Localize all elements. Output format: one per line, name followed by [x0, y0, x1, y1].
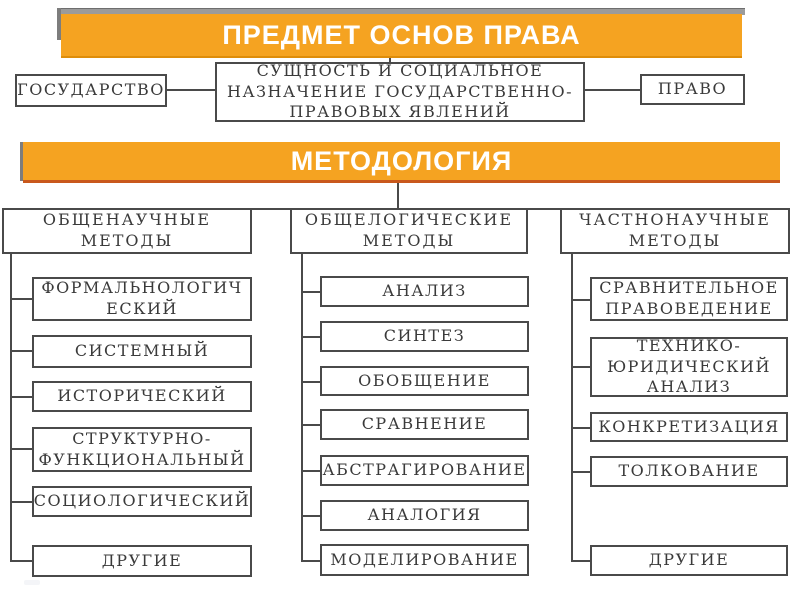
method-box-analogy: АНАЛОГИЯ	[320, 500, 529, 531]
method-box-label: СРАВНЕНИЕ	[361, 414, 488, 434]
connector-line	[10, 396, 34, 398]
connector-line	[389, 55, 391, 64]
connector-line	[10, 298, 34, 300]
artifact-smudge	[24, 580, 40, 585]
connector-line	[301, 424, 322, 426]
connector-line	[166, 89, 216, 91]
method-box-label: ИСТОРИЧЕСКИЙ	[57, 386, 227, 406]
method-box-label: КОНКРЕТИЗАЦИЯ	[598, 416, 780, 436]
top-banner-shadow-edge	[57, 8, 745, 15]
connector-line	[584, 89, 642, 91]
state-box: ГОСУДАРСТВО	[15, 74, 167, 107]
methodology-banner-left-edge	[20, 142, 23, 181]
method-box-label: ДРУГИЕ	[101, 550, 183, 570]
method-box-interpretation: ТОЛКОВАНИЕ	[590, 456, 788, 487]
connector-line	[301, 515, 322, 517]
connector-line	[301, 381, 322, 383]
method-box-formal-logical: ФОРМАЛЬНОЛОГИЧ ЕСКИЙ	[32, 277, 252, 321]
method-box-concretization: КОНКРЕТИЗАЦИЯ	[590, 412, 788, 442]
method-box-structural-functional: СТРУКТУРНО- ФУНКЦИОНАЛЬНЫЙ	[32, 427, 252, 472]
connector-line	[250, 208, 292, 210]
essence-box-label: СУЩНОСТЬ И СОЦИАЛЬНОЕ НАЗНАЧЕНИЕ ГОСУДАР…	[226, 60, 573, 122]
connector-trunk	[10, 252, 12, 562]
method-box-label: МОДЕЛИРОВАНИЕ	[330, 549, 519, 569]
connector-line	[10, 448, 34, 450]
column-header-general-scientific: ОБЩЕНАУЧНЫЕ МЕТОДЫ	[2, 208, 252, 254]
connector-trunk	[571, 252, 573, 562]
law-box-label: ПРАВО	[657, 79, 728, 99]
connector-line	[301, 470, 322, 472]
methodology-banner: МЕТОДОЛОГИЯ	[23, 142, 780, 183]
top-banner: ПРЕДМЕТ ОСНОВ ПРАВА	[61, 14, 742, 58]
method-box-label: ТЕХНИКО- ЮРИДИЧЕСКИЙ АНАЛИЗ	[607, 335, 771, 397]
state-box-label: ГОСУДАРСТВО	[17, 80, 165, 100]
method-box-technical-legal-analysis: ТЕХНИКО- ЮРИДИЧЕСКИЙ АНАЛИЗ	[590, 335, 788, 397]
connector-line	[571, 560, 592, 562]
method-box-label: СРАВНИТЕЛЬНОЕ ПРАВОВЕДЕНИЕ	[599, 278, 779, 318]
essence-box: СУЩНОСТЬ И СОЦИАЛЬНОЕ НАЗНАЧЕНИЕ ГОСУДАР…	[215, 60, 585, 122]
method-box-comparative-law: СРАВНИТЕЛЬНОЕ ПРАВОВЕДЕНИЕ	[590, 277, 788, 321]
column-header-general-logical: ОБЩЕЛОГИЧЕСКИЕ МЕТОДЫ	[290, 208, 528, 254]
top-banner-left-edge	[57, 8, 61, 40]
connector-line	[301, 291, 322, 293]
method-box-label: ТОЛКОВАНИЕ	[618, 461, 760, 481]
method-box-comparison: СРАВНЕНИЕ	[320, 409, 529, 440]
connector-line	[301, 336, 322, 338]
connector-line	[571, 427, 592, 429]
connector-line	[10, 501, 34, 503]
connector-line	[397, 183, 399, 209]
method-box-abstraction: АБСТРАГИРОВАНИЕ	[320, 455, 529, 486]
method-box-synthesis: СИНТЕЗ	[320, 321, 529, 352]
method-box-label: ФОРМАЛЬНОЛОГИЧ ЕСКИЙ	[41, 278, 243, 318]
connector-line	[301, 560, 322, 562]
method-box-sociological: СОЦИОЛОГИЧЕСКИЙ	[32, 486, 252, 517]
connector-line	[571, 299, 592, 301]
method-box-systemic: СИСТЕМНЫЙ	[32, 335, 252, 368]
connector-line	[571, 471, 592, 473]
methodology-banner-title: МЕТОДОЛОГИЯ	[290, 145, 513, 176]
connector-line	[10, 350, 34, 352]
method-box-label: АНАЛИЗ	[382, 281, 467, 301]
column-header-label: ЧАСТНОНАУЧНЫЕ МЕТОДЫ	[579, 210, 771, 250]
method-box-historical: ИСТОРИЧЕСКИЙ	[32, 381, 252, 412]
connector-line	[526, 208, 562, 210]
method-box-generalization: ОБОБЩЕНИЕ	[320, 366, 529, 396]
connector-trunk	[301, 252, 303, 562]
method-box-modeling: МОДЕЛИРОВАНИЕ	[320, 544, 529, 576]
top-banner-title: ПРЕДМЕТ ОСНОВ ПРАВА	[222, 19, 581, 50]
method-box-label: АБСТРАГИРОВАНИЕ	[322, 460, 527, 480]
method-box-label: ОБОБЩЕНИЕ	[358, 370, 491, 390]
connector-line	[10, 560, 34, 562]
method-box-label: СИСТЕМНЫЙ	[74, 341, 210, 361]
method-box-label: АНАЛОГИЯ	[367, 505, 482, 525]
column-header-specific-scientific: ЧАСТНОНАУЧНЫЕ МЕТОДЫ	[560, 208, 790, 254]
column-header-label: ОБЩЕЛОГИЧЕСКИЕ МЕТОДЫ	[304, 210, 514, 250]
method-box-label: СИНТЕЗ	[383, 326, 466, 346]
column-header-label: ОБЩЕНАУЧНЫЕ МЕТОДЫ	[42, 210, 212, 250]
method-box-others-right: ДРУГИЕ	[590, 545, 788, 576]
method-box-analysis: АНАЛИЗ	[320, 276, 529, 307]
method-box-label: ДРУГИЕ	[648, 550, 730, 570]
method-box-others-left: ДРУГИЕ	[32, 545, 252, 577]
connector-line	[571, 366, 592, 368]
law-box: ПРАВО	[640, 74, 745, 105]
method-box-label: СТРУКТУРНО- ФУНКЦИОНАЛЬНЫЙ	[38, 428, 246, 469]
method-box-label: СОЦИОЛОГИЧЕСКИЙ	[33, 491, 251, 511]
